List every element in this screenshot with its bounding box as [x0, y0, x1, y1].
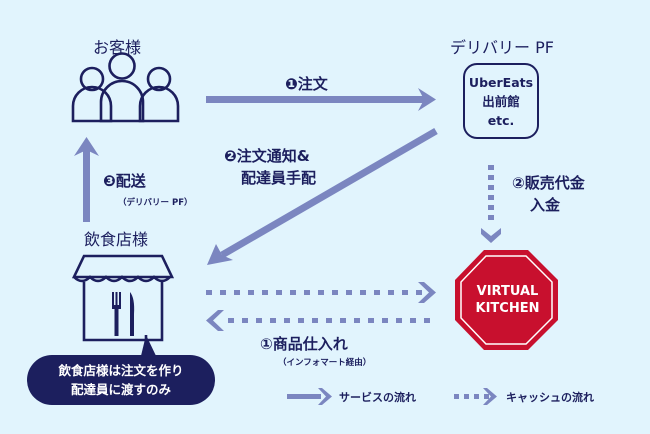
- note-line: 配達員に渡すのみ: [70, 382, 171, 397]
- purchase-flow-label: ①商品仕入れ: [260, 333, 348, 354]
- customers-icon: [71, 52, 180, 123]
- goods-arrow-left: [206, 310, 430, 331]
- order-arrow: [206, 88, 436, 111]
- order-number: ❶: [285, 75, 298, 93]
- delivery-arrow: [74, 137, 99, 222]
- order-text: 注文: [297, 75, 328, 93]
- delivery-pf-box: UberEats 出前館 etc.: [463, 63, 539, 139]
- bubble-tail: [140, 335, 158, 360]
- purchase-number: ①: [260, 335, 273, 353]
- note-line: 飲食店様は注文を作り: [58, 363, 184, 378]
- customer-label: お客様: [93, 38, 142, 57]
- pf-line: UberEats: [468, 74, 534, 90]
- payment-line-2: 入金: [530, 196, 561, 214]
- notify-line-1: 注文通知&: [236, 147, 310, 165]
- payment-flow-label: ②販売代金 入金: [512, 172, 585, 216]
- legend-cash-label: キャッシュの流れ: [506, 391, 594, 404]
- purchase-sub-label: （インフォマート経由）: [278, 358, 372, 368]
- delivery-text: 配送: [115, 172, 146, 190]
- delivery-number: ❸: [103, 172, 116, 190]
- cash-arrow-right: [206, 282, 436, 303]
- virtual-kitchen-text: VIRTUAL KITCHEN: [455, 283, 560, 317]
- purchase-text: 商品仕入れ: [272, 335, 348, 353]
- restaurant-icon: [71, 254, 175, 342]
- notify-line-2: 配達員手配: [241, 169, 317, 187]
- notify-number: ❷: [224, 147, 237, 165]
- pf-line: 出前館: [482, 93, 520, 109]
- payment-number: ②: [512, 174, 525, 192]
- vk-line-2: KITCHEN: [475, 301, 540, 316]
- pf-line: etc.: [487, 112, 515, 128]
- payment-arrow: [481, 165, 501, 243]
- fork-knife-icon: [112, 292, 135, 336]
- delivery-sub-label: （デリバリー PF）: [118, 198, 193, 208]
- payment-line-1: 販売代金: [524, 174, 585, 192]
- vk-line-1: VIRTUAL: [476, 284, 539, 299]
- restaurant-note-bubble: 飲食店様は注文を作り 配達員に渡すのみ: [27, 355, 215, 405]
- delivery-pf-label: デリバリー PF: [450, 38, 554, 57]
- virtual-kitchen-logo: [455, 250, 558, 350]
- legend-cash-arrow: [454, 388, 497, 405]
- notify-flow-label: ❷注文通知& 配達員手配: [224, 145, 316, 189]
- legend-service-arrow: [287, 388, 332, 405]
- delivery-flow-label: ❸配送: [103, 170, 146, 191]
- order-flow-label: ❶注文: [285, 73, 328, 94]
- notify-arrow: [207, 127, 438, 265]
- legend-service-label: サービスの流れ: [339, 391, 416, 404]
- restaurant-label: 飲食店様: [84, 230, 149, 249]
